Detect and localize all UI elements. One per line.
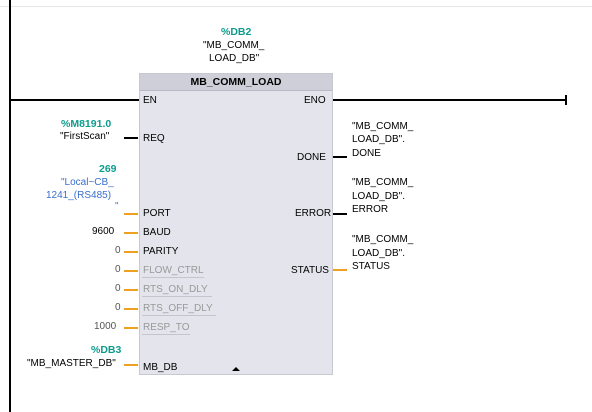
pin-done: DONE — [297, 152, 326, 163]
pin-error: ERROR — [295, 208, 332, 219]
block-title: MB_COMM_LOAD — [140, 74, 332, 91]
status-tag-line1[interactable]: "MB_COMM_ — [352, 234, 414, 245]
pin-port: PORT — [143, 208, 171, 219]
flow-ctrl-wire — [124, 270, 138, 272]
error-tag-line1[interactable]: "MB_COMM_ — [352, 177, 414, 188]
parity-value[interactable]: 0 — [115, 245, 121, 256]
parity-wire — [124, 251, 138, 253]
instance-db-name-line1[interactable]: "MB_COMM_ — [203, 40, 265, 51]
rung-end-marker — [565, 95, 567, 105]
error-wire — [333, 213, 347, 215]
rts-on-dly-value[interactable]: 0 — [115, 283, 121, 294]
status-wire — [333, 269, 347, 271]
port-wire — [124, 213, 138, 215]
done-tag-line3[interactable]: DONE — [352, 148, 381, 159]
pin-parity: PARITY — [143, 246, 179, 257]
instance-db-name-line2[interactable]: LOAD_DB" — [209, 53, 260, 64]
done-tag-line2[interactable]: LOAD_DB". — [352, 134, 406, 145]
req-wire — [124, 137, 138, 139]
error-tag-line3[interactable]: ERROR — [352, 204, 389, 215]
pin-resp-to-underline — [142, 334, 190, 335]
pin-rts-off-dly: RTS_OFF_DLY — [143, 303, 213, 314]
mb-db-tag[interactable]: "MB_MASTER_DB" — [27, 358, 116, 369]
pin-req: REQ — [143, 133, 165, 144]
port-value[interactable]: 269 — [99, 163, 117, 175]
port-tag-line3[interactable]: " — [115, 201, 119, 212]
port-tag-line1[interactable]: "Local~CB_ — [61, 177, 114, 188]
resp-to-value[interactable]: 1000 — [94, 321, 117, 332]
error-tag-line2[interactable]: LOAD_DB". — [352, 191, 406, 202]
pin-mb-db: MB_DB — [143, 362, 178, 373]
baud-wire — [124, 232, 138, 234]
flow-ctrl-value[interactable]: 0 — [115, 264, 121, 275]
pin-resp-to: RESP_TO — [143, 322, 190, 333]
resp-to-wire — [124, 327, 138, 329]
pin-rts-on-underline — [142, 296, 212, 297]
req-address[interactable]: %M8191.0 — [61, 118, 112, 130]
pin-flow-ctrl: FLOW_CTRL — [143, 265, 204, 276]
done-tag-line1[interactable]: "MB_COMM_ — [352, 121, 414, 132]
rts-off-dly-value[interactable]: 0 — [115, 302, 121, 313]
collapse-arrow-icon[interactable] — [232, 367, 240, 371]
pin-flow-ctrl-underline — [142, 277, 204, 278]
power-rail — [9, 0, 11, 412]
rung-line-eno — [333, 99, 566, 101]
pin-status: STATUS — [291, 265, 329, 276]
port-tag-line2[interactable]: 1241_(RS485) — [46, 190, 112, 201]
pin-rts-off-underline — [142, 315, 216, 316]
rung-line-en — [10, 99, 139, 101]
function-block[interactable]: MB_COMM_LOAD — [139, 73, 333, 375]
mb-db-address[interactable]: %DB3 — [91, 344, 122, 356]
pin-baud: BAUD — [143, 227, 171, 238]
top-divider — [0, 6, 592, 7]
pin-en: EN — [143, 95, 157, 106]
status-tag-line2[interactable]: LOAD_DB". — [352, 248, 406, 259]
status-tag-line3[interactable]: STATUS — [352, 261, 390, 272]
done-wire — [333, 156, 347, 158]
mb-db-wire — [124, 364, 138, 366]
pin-rts-on-dly: RTS_ON_DLY — [143, 284, 208, 295]
pin-eno: ENO — [304, 95, 326, 106]
rts-on-dly-wire — [124, 289, 138, 291]
rts-off-dly-wire — [124, 308, 138, 310]
instance-db-address[interactable]: %DB2 — [221, 26, 252, 38]
req-tag[interactable]: "FirstScan" — [60, 131, 110, 142]
baud-value[interactable]: 9600 — [92, 226, 115, 237]
